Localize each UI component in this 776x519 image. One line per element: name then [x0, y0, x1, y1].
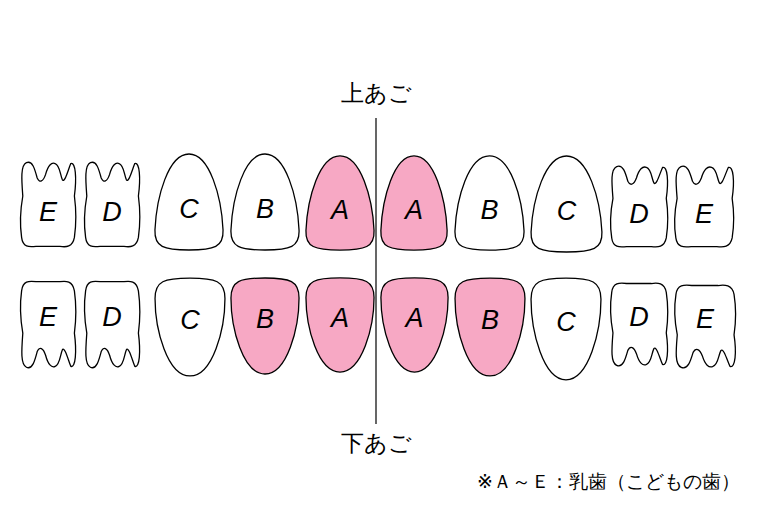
tooth: E — [18, 278, 78, 370]
tooth-shape — [455, 156, 524, 250]
tooth-shape — [531, 156, 602, 252]
tooth-letter: E — [695, 201, 713, 228]
tooth-shape — [231, 278, 299, 374]
tooth-letter: B — [480, 197, 498, 224]
tooth: D — [82, 160, 142, 250]
tooth-shape — [381, 278, 448, 372]
tooth-letter: B — [256, 306, 274, 333]
tooth-shape — [85, 162, 140, 247]
tooth-letter: E — [39, 304, 57, 331]
tooth: B — [228, 276, 302, 376]
tooth-letter: A — [405, 305, 423, 332]
tooth: B — [228, 152, 302, 252]
tooth-letter: D — [629, 304, 649, 331]
tooth-shape — [21, 162, 76, 247]
tooth-letter: A — [331, 305, 349, 332]
tooth: A — [303, 276, 377, 374]
tooth-letter: C — [557, 198, 577, 225]
tooth-shape — [306, 278, 374, 372]
tooth-shape — [611, 166, 668, 247]
tooth-shape — [21, 281, 76, 367]
tooth: E — [18, 160, 78, 250]
tooth: E — [672, 164, 736, 250]
tooth: C — [528, 154, 605, 254]
tooth: D — [82, 278, 142, 370]
tooth-shape — [531, 278, 601, 380]
tooth: D — [608, 164, 670, 250]
tooth-shape — [85, 281, 140, 367]
tooth: C — [528, 276, 604, 382]
tooth-shape — [231, 154, 299, 250]
tooth-shape — [381, 156, 447, 250]
tooth-letter: C — [179, 196, 199, 223]
tooth-letter: D — [629, 201, 649, 228]
jaw-midline — [375, 118, 376, 424]
tooth-letter: A — [331, 197, 349, 224]
tooth-shape — [455, 278, 525, 376]
tooth-shape — [155, 154, 223, 250]
tooth-shape — [675, 166, 734, 247]
tooth: E — [672, 282, 738, 370]
tooth-letter: D — [102, 199, 122, 226]
tooth: C — [152, 152, 226, 252]
tooth-letter: C — [556, 309, 576, 336]
tooth: D — [608, 280, 670, 368]
tooth-letter: E — [696, 306, 714, 333]
tooth-shape — [675, 285, 736, 368]
tooth: A — [303, 154, 377, 252]
tooth-letter: C — [180, 307, 200, 334]
tooth-shape — [611, 283, 668, 366]
tooth: B — [452, 154, 527, 252]
tooth-letter: A — [405, 197, 423, 224]
jaw-label: 下あご — [341, 431, 412, 456]
tooth-letter: B — [481, 307, 499, 334]
tooth: B — [452, 276, 528, 378]
jaw-label: 上あご — [341, 81, 412, 106]
tooth-shape — [155, 278, 225, 376]
tooth: A — [378, 276, 451, 374]
tooth: C — [152, 276, 228, 378]
note-text: ※Ａ～Ｅ：乳歯（こどもの歯） — [477, 471, 740, 492]
tooth: A — [378, 154, 450, 252]
tooth-letter: E — [39, 199, 57, 226]
tooth-letter: D — [102, 304, 122, 331]
tooth-shape — [306, 156, 374, 250]
tooth-letter: B — [256, 196, 274, 223]
